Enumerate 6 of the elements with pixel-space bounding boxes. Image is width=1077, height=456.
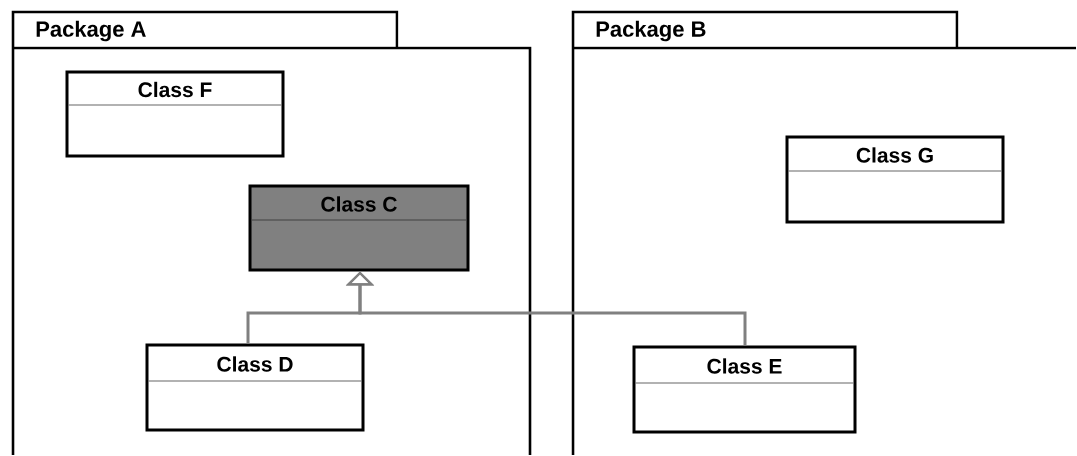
class-box: Class F <box>65 70 285 158</box>
class-box: Class D <box>145 343 365 432</box>
class-box: Class E <box>632 345 857 434</box>
class-box: Class C <box>248 184 470 272</box>
class-box: Class G <box>785 135 1005 224</box>
inheritance-arrow <box>345 271 747 346</box>
